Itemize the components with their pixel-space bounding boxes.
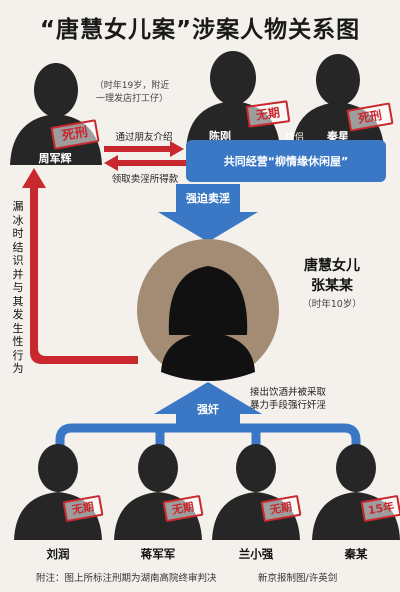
victim-title: 唐慧女儿: [304, 258, 360, 274]
lan-silhouette: [212, 444, 300, 540]
zhou-note: （时年19岁，附近 一理发店打工仔）: [94, 81, 170, 104]
victim-age: （时年10岁）: [302, 299, 362, 310]
victim-name: 张某某: [311, 278, 353, 294]
branch-lines: [55, 423, 361, 470]
footer-credit: 新京报制图/许英剑: [258, 573, 338, 584]
receive-label: 领取卖淫所得款: [111, 174, 179, 185]
qinmou-silhouette: [312, 444, 400, 540]
qinmou-name: 秦某: [344, 547, 368, 561]
rape-note: 接出饮酒并被采取 暴力手段强行奸淫: [250, 387, 327, 411]
liu-silhouette: [14, 444, 102, 540]
business-box: 共同经营“柳情缘休闲屋”: [186, 140, 386, 182]
forced-arrow: [158, 184, 258, 242]
introduce-arrow: [104, 141, 184, 157]
victim-info: 唐慧女儿 张某某 （时年10岁）: [282, 256, 382, 311]
introduce-label: 通过朋友介绍: [115, 132, 173, 143]
zhou-name: 周军辉: [38, 152, 72, 165]
jiang-silhouette: [114, 444, 202, 540]
rape-label: 强奸: [197, 403, 219, 416]
rape-arrow: [154, 382, 262, 428]
relation-label: 情侣: [285, 133, 304, 143]
page-title: “唐慧女儿案”涉案人物关系图: [39, 17, 361, 43]
receive-arrow: [104, 155, 186, 171]
chen-name: 陈刚: [209, 130, 231, 143]
lan-name: 兰小强: [238, 547, 274, 561]
qin-name: 秦星: [327, 130, 349, 143]
forced-label: 强迫卖淫: [186, 192, 230, 205]
business-label: 共同经营“柳情缘休闲屋”: [223, 155, 349, 168]
liu-name: 刘润: [46, 547, 70, 561]
footer-note: 附注：图上所标注刑期为湖南高院终审判决: [36, 573, 217, 584]
victim-circle: [137, 239, 279, 381]
vertical-relation-text: 漏冰时结识并与其发生性行为: [12, 200, 24, 375]
vertical-arrow: [22, 168, 138, 364]
jiang-name: 蒋军军: [140, 547, 176, 561]
